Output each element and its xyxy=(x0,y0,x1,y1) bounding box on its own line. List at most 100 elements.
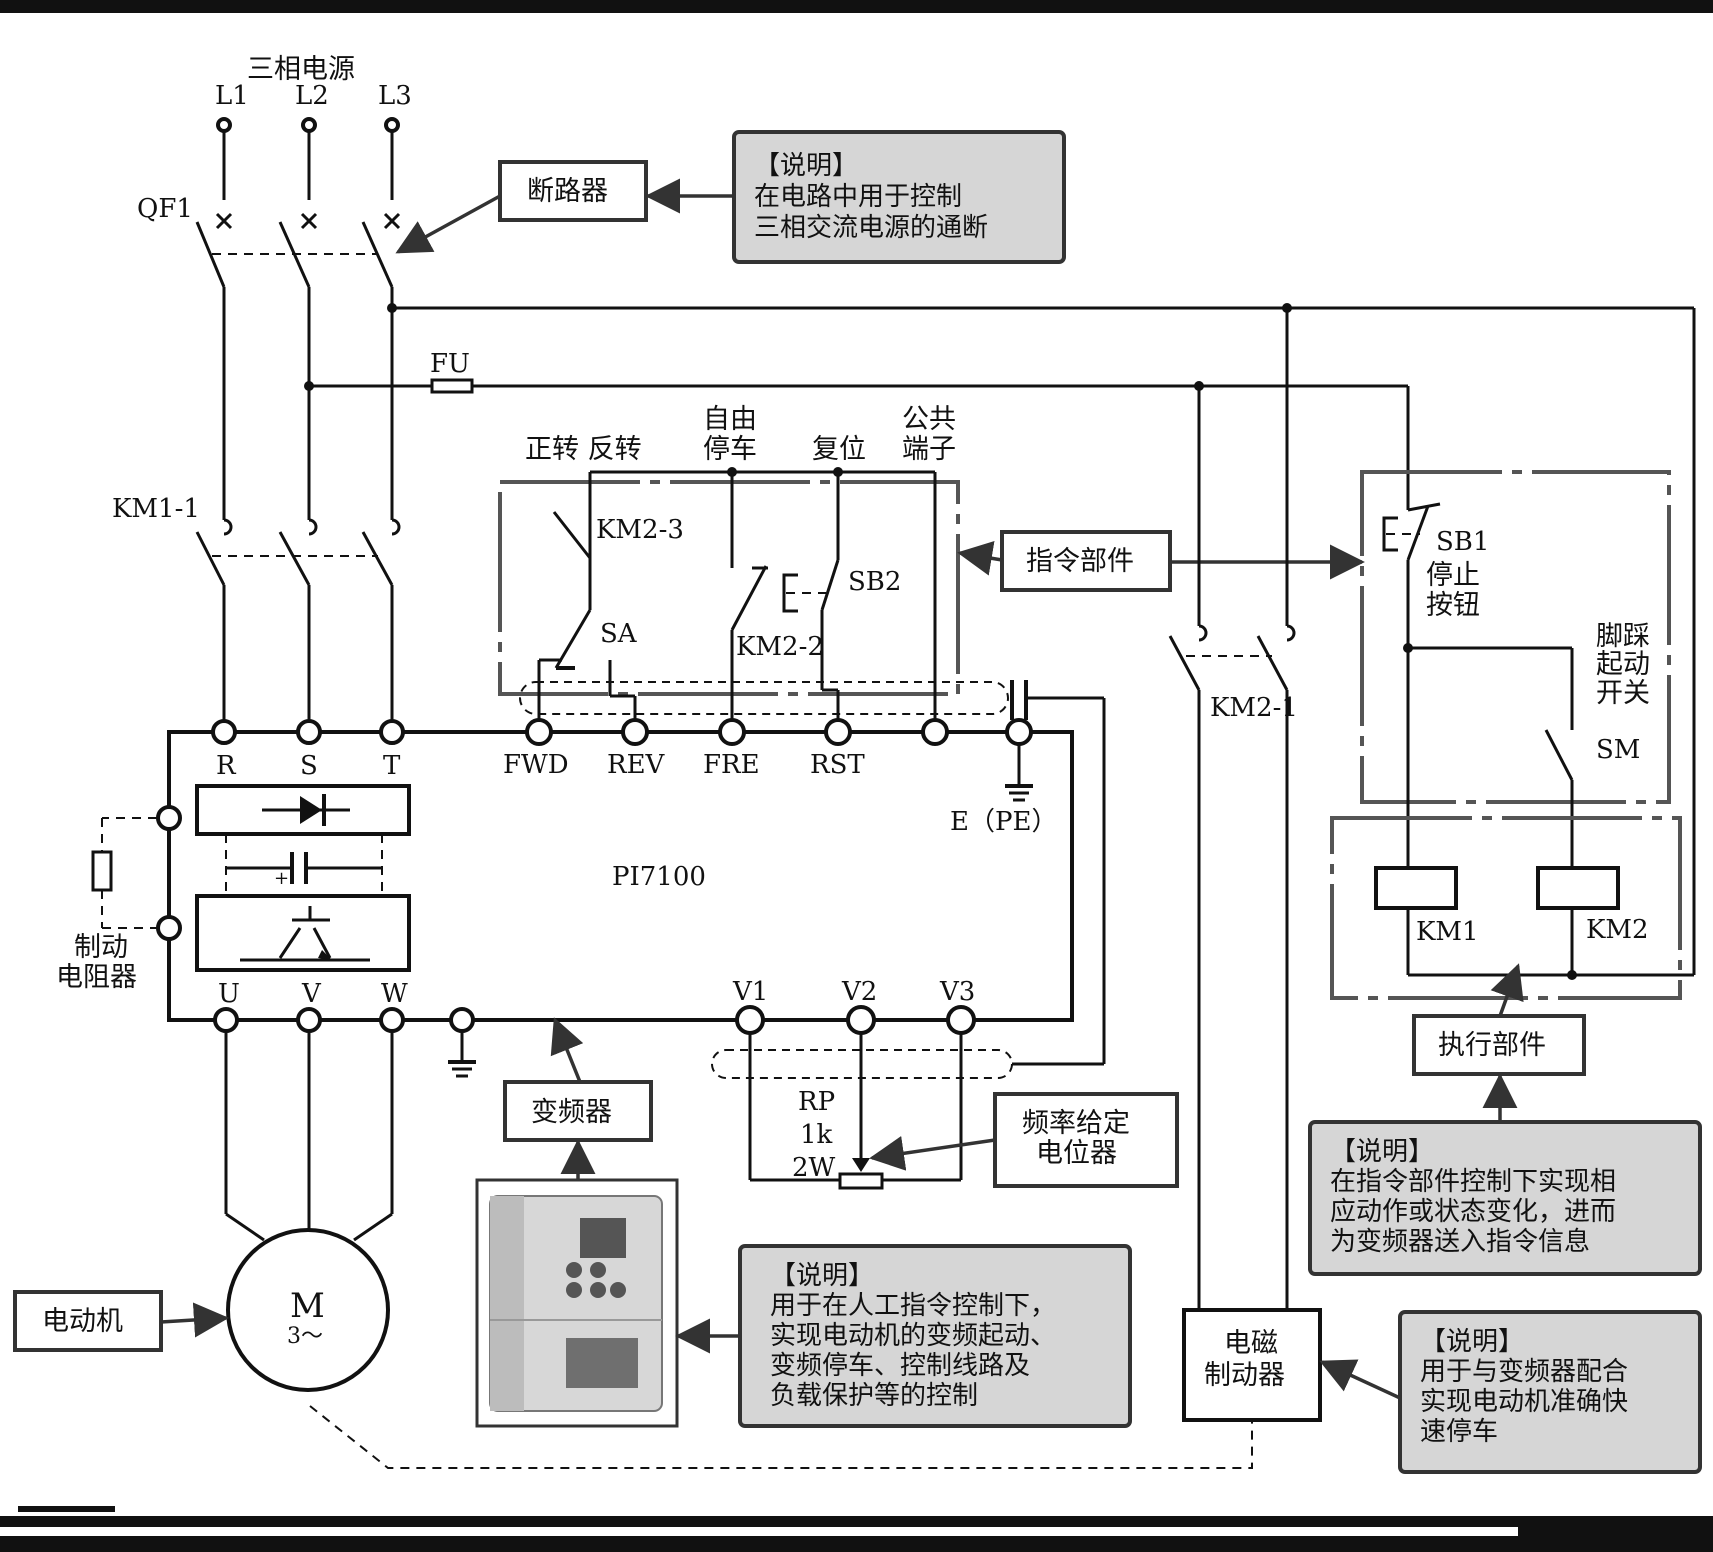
output-terminals: U V W xyxy=(213,979,476,1078)
igbt-block xyxy=(195,894,411,972)
terminal-t-label: T xyxy=(383,751,401,781)
command-tag xyxy=(1000,530,1172,592)
inverter-note-line-2: 用于在人工指令控制下， xyxy=(770,1291,1056,1321)
km2-2-label: KM2-2 xyxy=(736,632,824,662)
brake-resistor-label-1: 制动 xyxy=(74,932,128,963)
sm-label: SM xyxy=(1596,735,1640,765)
coil-km1-label: KM1 xyxy=(1416,917,1479,947)
stop-start-box: SB1 停止 按钮 脚踩 起动 开关 SM xyxy=(1360,470,1671,868)
terminal-fwd-label: FWD xyxy=(503,750,569,780)
terminal-t xyxy=(379,719,405,745)
phase-label-l1: L1 xyxy=(215,81,249,111)
bottom-strip xyxy=(0,1536,1713,1552)
terminal-pe xyxy=(1005,718,1033,746)
analog-section: V1 V2 V3 RP 1k 2W xyxy=(711,977,1013,1190)
motor-tag-text: 电动机 xyxy=(42,1306,123,1337)
terminal-u xyxy=(213,1007,239,1033)
bottom-border-bar xyxy=(0,1516,1713,1527)
brake-note-line-1: 【说明】 xyxy=(1420,1327,1524,1357)
breaker-id: QF1 xyxy=(137,194,193,224)
rp-value: 1k xyxy=(800,1120,833,1150)
breaker-note-line-1: 【说明】 xyxy=(754,151,858,181)
inverter-note xyxy=(738,1244,1132,1428)
brake-resistor: 制动 电阻器 xyxy=(56,817,157,993)
executor-note xyxy=(1308,1120,1702,1276)
shielded-cable-top xyxy=(519,681,1009,715)
inverter-note-line-3: 实现电动机的变频起动、 xyxy=(770,1321,1056,1351)
sm-desc-2: 起动 xyxy=(1596,649,1650,680)
terminal-w-label: W xyxy=(381,979,408,1009)
potentiometer-tag xyxy=(993,1092,1179,1188)
potentiometer-rp xyxy=(838,1172,884,1190)
executor-tag-text: 执行部件 xyxy=(1438,1030,1546,1061)
rp-label: RP xyxy=(798,1087,835,1117)
terminal-ground-out xyxy=(449,1007,475,1033)
motor-symbol: M xyxy=(290,1286,325,1326)
inverter-model: PI7100 xyxy=(612,862,706,892)
sm-desc-1: 脚踩 xyxy=(1596,621,1650,652)
phase-label-l2: L2 xyxy=(295,81,329,111)
motor: M 3～ xyxy=(226,1228,390,1392)
motor-phase: 3～ xyxy=(287,1324,323,1349)
terminal-pb1 xyxy=(156,805,182,831)
coil-box: KM1 KM2 xyxy=(1330,816,1694,1000)
terminal-rst-label: RST xyxy=(810,750,865,780)
corner-mark xyxy=(18,1506,115,1512)
terminal-v3 xyxy=(946,1005,976,1035)
km1-1-label: KM1-1 xyxy=(112,494,200,524)
power-title: 三相电源 xyxy=(247,54,355,85)
executor-note-line-3: 应动作或状态变化，进而 xyxy=(1330,1197,1616,1227)
brake-label-1: 电磁 xyxy=(1224,1328,1278,1359)
brake-box xyxy=(1182,1308,1322,1422)
brake-note-line-4: 速停车 xyxy=(1420,1417,1498,1447)
ctrl-header-fwd-rev: 正转 反转 xyxy=(525,434,642,465)
brake-label-2: 制动器 xyxy=(1204,1360,1285,1391)
brake-resistor-label-2: 电阻器 xyxy=(56,962,137,993)
terminal-v3-label: V3 xyxy=(939,977,975,1007)
breaker-qf1: QF1 xyxy=(137,194,401,288)
brake-note xyxy=(1398,1310,1702,1474)
potentiometer-tag-line-1: 频率给定 xyxy=(1022,1108,1130,1139)
inverter-tag-text: 变频器 xyxy=(531,1097,612,1128)
sb1-label: SB1 xyxy=(1436,527,1489,557)
terminal-fre-label: FRE xyxy=(703,750,760,780)
coil-km1 xyxy=(1374,866,1458,910)
coil-km2 xyxy=(1536,866,1620,910)
sb1-desc-1: 停止 xyxy=(1426,560,1480,591)
breaker-note-line-2: 在电路中用于控制 xyxy=(754,182,962,212)
inverter-note-line-1: 【说明】 xyxy=(770,1261,874,1291)
terminal-pe-label: E（PE） xyxy=(950,807,1057,837)
inverter-note-line-5: 负载保护等的控制 xyxy=(770,1381,978,1411)
km2-1-label: KM2-1 xyxy=(1210,693,1298,723)
terminal-v2-label: V2 xyxy=(841,977,877,1007)
terminal-rev xyxy=(621,718,649,746)
terminal-pb2 xyxy=(156,915,182,941)
inverter-tag xyxy=(503,1080,653,1142)
contactor-km1-1: KM1-1 xyxy=(112,494,401,724)
corner-block xyxy=(1518,1527,1713,1552)
coil-km2-label: KM2 xyxy=(1586,915,1649,945)
km2-3-label: KM2-3 xyxy=(596,515,684,545)
command-tag-text: 指令部件 xyxy=(1026,546,1134,577)
terminal-fre xyxy=(718,718,746,746)
brake-note-line-2: 用于与变频器配合 xyxy=(1420,1357,1628,1387)
inverter-note-line-4: 变频停车、控制线路及 xyxy=(770,1351,1030,1381)
command-switch-box: 正转 反转 自由 停车 复位 公共 端子 KM2-3 SA KM2-2 xyxy=(498,404,960,720)
executor-note-line-4: 为变频器送入指令信息 xyxy=(1330,1227,1590,1257)
terminal-v1-label: V1 xyxy=(732,977,768,1007)
terminal-com xyxy=(921,718,949,746)
power-source: 三相电源 L1 L2 L3 xyxy=(215,54,412,200)
top-border-bar xyxy=(0,0,1713,13)
terminal-v xyxy=(296,1007,322,1033)
terminal-rst xyxy=(824,718,852,746)
breaker-note-line-3: 三相交流电源的通断 xyxy=(754,213,988,243)
terminal-w xyxy=(379,1007,405,1033)
terminal-r xyxy=(211,719,237,745)
terminal-fwd xyxy=(525,718,553,746)
ctrl-header-common-2: 端子 xyxy=(902,434,956,465)
sb2-label: SB2 xyxy=(848,567,901,597)
fuse-symbol xyxy=(430,378,474,394)
rp-power: 2W xyxy=(792,1153,836,1183)
terminal-v2 xyxy=(846,1005,876,1035)
